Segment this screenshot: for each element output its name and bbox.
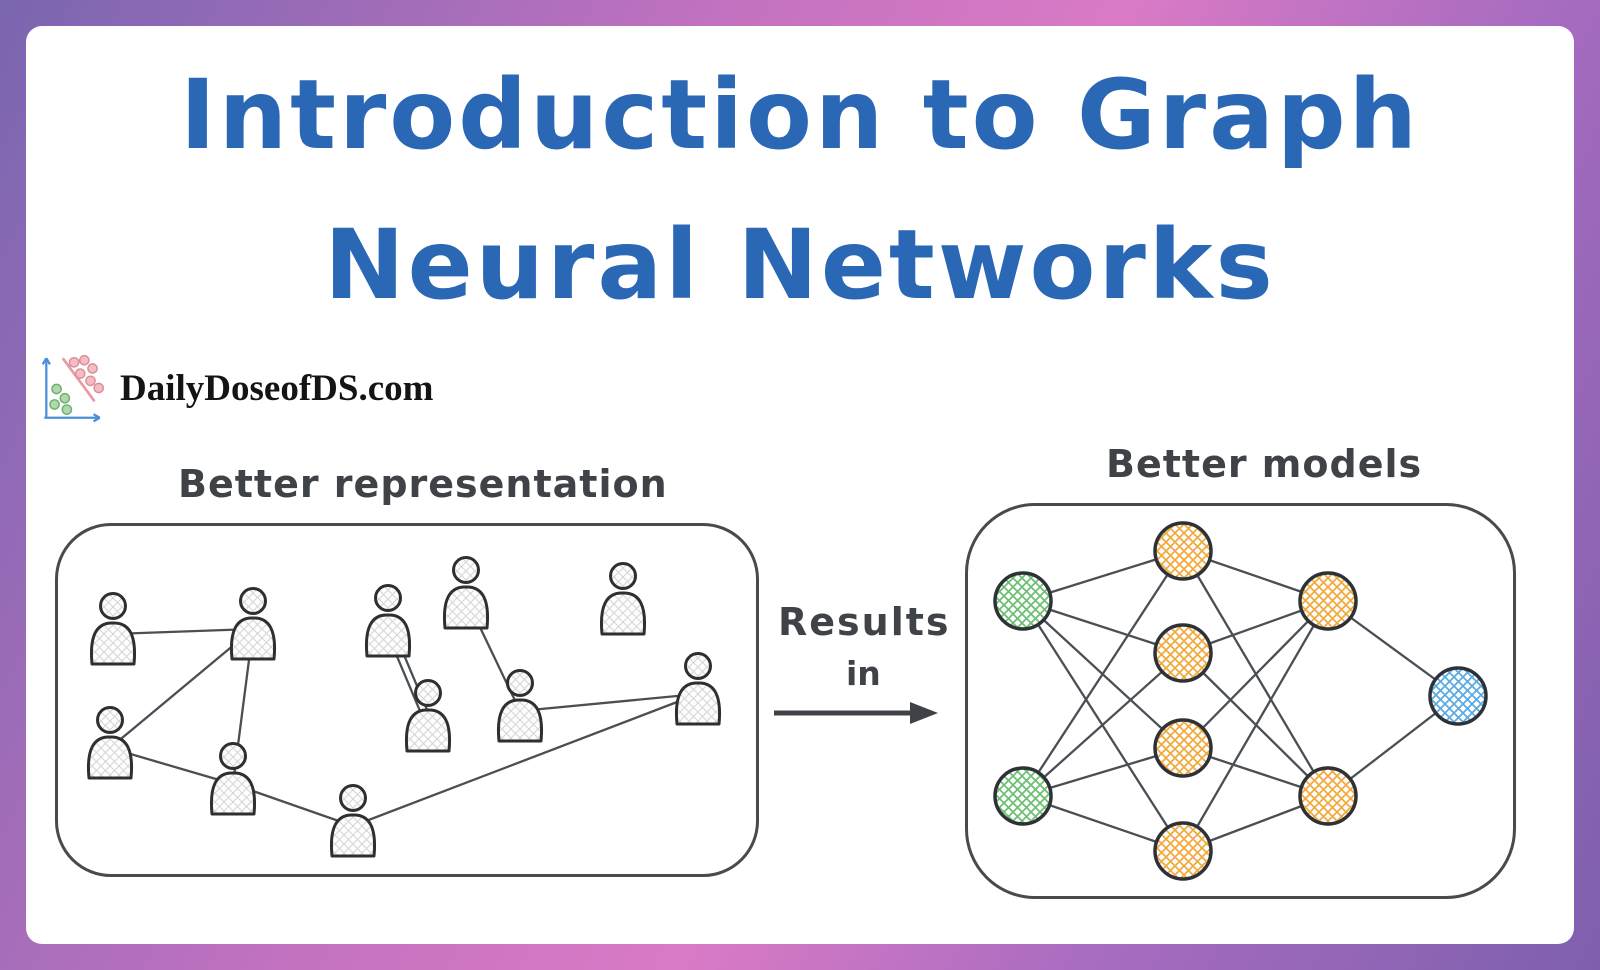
people-graph-panel [55, 523, 759, 877]
person-node [329, 784, 377, 858]
nn-node-blue [1428, 666, 1488, 726]
nn-node-orange [1153, 521, 1213, 581]
nn-node-orange [1298, 766, 1358, 826]
title-line-2: Neural Networks [324, 209, 1276, 321]
graph-edge [109, 628, 254, 749]
person-node [442, 556, 490, 630]
nn-edge [1182, 600, 1329, 749]
white-card: Introduction to Graph Neural Networks Da… [26, 26, 1574, 944]
nn-edge [1182, 600, 1329, 852]
neural-network [993, 521, 1488, 881]
in-label: in [846, 654, 881, 693]
title-line-1: Introduction to Graph [180, 59, 1420, 171]
person-node [86, 706, 134, 780]
arrow-right-icon [774, 702, 938, 724]
nn-node-orange [1298, 571, 1358, 631]
person-node [89, 592, 137, 666]
person-node [229, 587, 277, 661]
graph-edge [352, 692, 699, 828]
nn-node-green [993, 571, 1053, 631]
people-graph [86, 556, 722, 858]
results-label: Results [778, 600, 951, 644]
nn-edge [1022, 550, 1184, 797]
scatter-plot-logo-icon [41, 354, 105, 423]
nn-node-orange [1153, 718, 1213, 778]
brand: DailyDoseofDS.com [36, 350, 433, 426]
nn-node-orange [1153, 623, 1213, 683]
graph-edge [112, 627, 254, 636]
neural-net-panel [965, 503, 1516, 899]
right-panel-label: Better models [1106, 442, 1423, 486]
nn-edge [1022, 652, 1184, 797]
graph-edge [519, 692, 699, 713]
page-title: Introduction to Graph Neural Networks [26, 40, 1574, 340]
brand-text: DailyDoseofDS.com [120, 367, 434, 409]
nn-node-orange [1153, 821, 1213, 881]
person-node [364, 584, 412, 658]
person-node [599, 562, 647, 636]
left-panel-label: Better representation [178, 462, 668, 506]
nn-node-green [993, 766, 1053, 826]
person-node [404, 679, 452, 753]
person-node [674, 652, 722, 726]
person-node [209, 742, 257, 816]
